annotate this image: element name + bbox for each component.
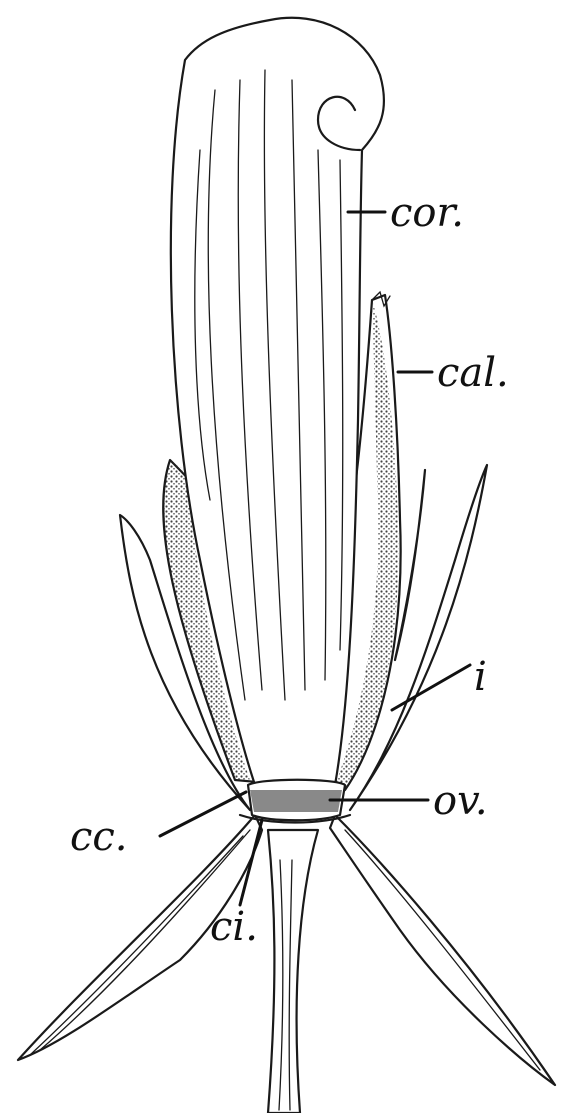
lower-right-sepal [330, 815, 555, 1085]
label-ov: ov. [433, 778, 488, 824]
leader-i [392, 665, 470, 710]
label-ci: ci. [210, 904, 258, 950]
pedicel [268, 830, 318, 1113]
leader-cc [160, 792, 246, 836]
label-cal: cal. [437, 350, 509, 396]
label-cc: cc. [70, 814, 128, 860]
label-i: i [474, 654, 487, 700]
label-cor: cor. [390, 190, 464, 236]
